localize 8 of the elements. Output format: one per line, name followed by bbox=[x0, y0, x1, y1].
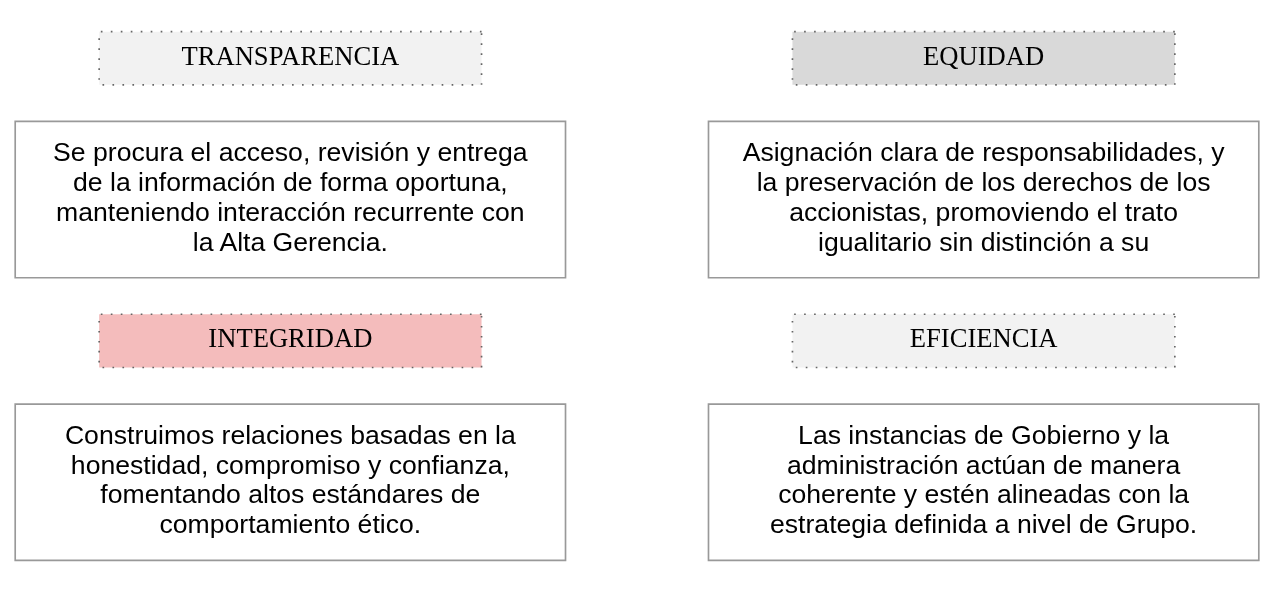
node-box: Construimos relaciones basadas en la honestidad, compromiso y confianza, fomentando altos estándares de comportamiento ético. bbox=[14, 403, 567, 562]
node-box: Las instancias de Gobierno y la administración actúan de manera coherente y estén alineadas con la estrategia definida a nivel de Grupo. bbox=[707, 403, 1260, 562]
node-box: Se procura el acceso, revisión y entrega de la información de forma oportuna, manteniendo interacción recurrente con la Alta Gerencia. bbox=[14, 120, 567, 279]
node-box: EFICIENCIA bbox=[791, 313, 1176, 369]
node-box: INTEGRIDAD bbox=[98, 313, 483, 369]
node-box: Asignación clara de responsabilidades, y la preservación de los derechos de los accionistas, promoviendo el trato igualitario sin distinción a su bbox=[707, 120, 1260, 279]
node-box: EQUIDAD bbox=[791, 30, 1176, 86]
node-box: TRANSPARENCIA bbox=[98, 30, 483, 86]
